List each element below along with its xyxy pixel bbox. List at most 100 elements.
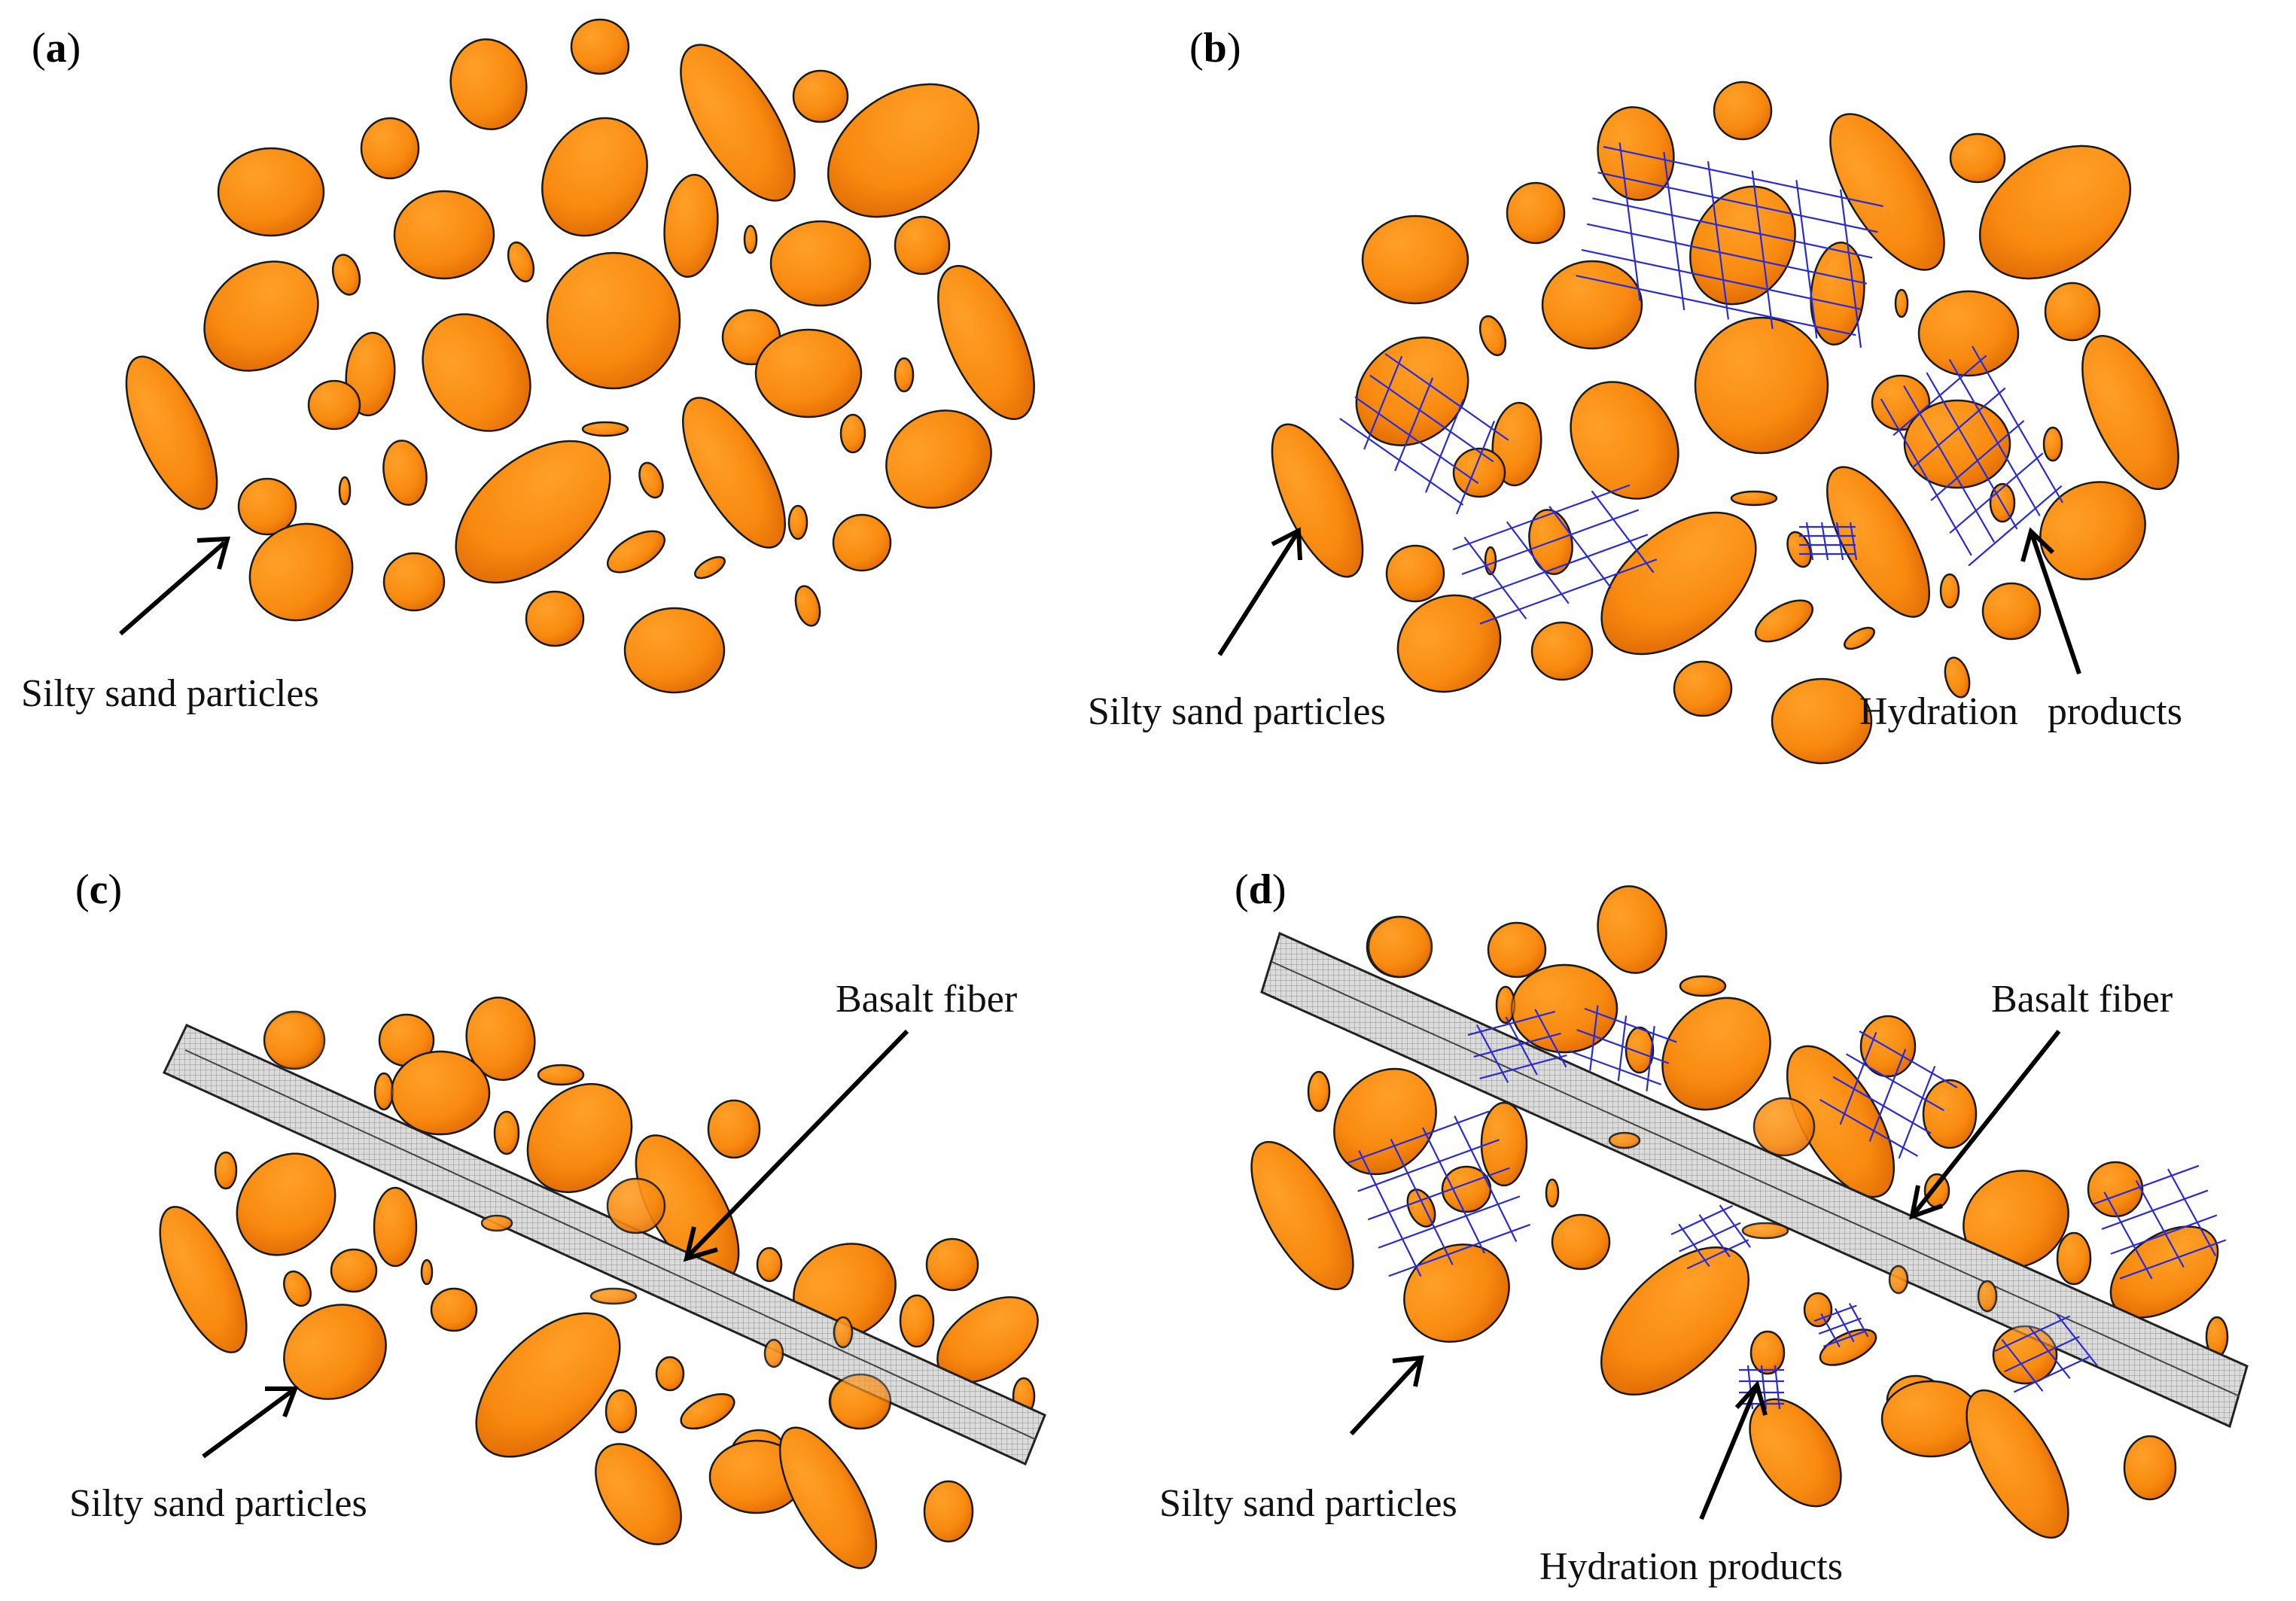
sand-particle (373, 1072, 394, 1111)
sand-particle (1484, 546, 1497, 576)
sand-particle (330, 1248, 378, 1293)
sand-particle (1452, 447, 1506, 498)
sand-particle (2056, 1231, 2092, 1286)
sand-particle (769, 220, 872, 307)
panel-c-fiber-arrow (683, 1029, 909, 1262)
sand-particle (756, 1246, 783, 1283)
sand-particle (1510, 963, 1618, 1054)
sand-particle (937, 265, 1035, 420)
sand-particle (546, 251, 681, 390)
panel-b-hydration-network (1339, 142, 2063, 625)
sand-particle (763, 1338, 784, 1368)
hydration-mesh (1569, 1005, 1677, 1091)
sand-particle (382, 440, 428, 506)
sand-particle (1367, 915, 1433, 979)
hydration-mesh (1347, 1110, 1531, 1277)
sand-particle (1570, 381, 1679, 500)
sand-particle (2044, 282, 2101, 342)
sand-particle (2123, 1435, 2177, 1501)
sand-particle (1600, 511, 1757, 656)
sand-particle (493, 1110, 520, 1155)
sand-particle (1307, 1070, 1331, 1112)
panel-b-particles (1271, 81, 2179, 765)
sand-particle (1981, 582, 2042, 641)
sand-particle (1803, 1292, 1833, 1328)
panel-d-fiber-label: Basalt fiber (1991, 978, 2173, 1021)
sand-particle (1894, 288, 1909, 318)
sand-particle (1755, 599, 1813, 643)
sand-particle (507, 241, 535, 283)
sand-particle (606, 1177, 666, 1234)
sand-particle (595, 1443, 682, 1545)
sand-particle (449, 38, 528, 130)
hydration-mesh (1799, 522, 1858, 561)
sand-particle (1730, 490, 1778, 507)
sand-particle (480, 1214, 513, 1232)
sand-particle (604, 1389, 638, 1434)
sand-particle (2081, 335, 2179, 490)
sand-particle (787, 504, 808, 540)
sand-particle (1978, 145, 2132, 280)
sand-particle (1992, 1325, 2058, 1385)
sand-particle (1966, 1389, 2069, 1539)
sand-particle (537, 1064, 585, 1086)
sand-particle (382, 552, 446, 612)
sand-particle (430, 1287, 478, 1332)
sand-particle (1752, 1097, 1816, 1157)
sand-particle (829, 1373, 892, 1430)
hydration-mesh (1339, 353, 1509, 515)
panel-c-label: (c) (75, 866, 122, 913)
sand-particle (1600, 1246, 1749, 1396)
sand-particle (638, 461, 664, 499)
sand-particle (1949, 132, 2006, 184)
sand-particle (1545, 1178, 1560, 1208)
panel-b-label: (b) (1189, 25, 1241, 72)
sand-particle (1385, 544, 1445, 603)
sand-particle (203, 260, 319, 372)
sand-particle (894, 215, 951, 275)
hydration-mesh (1467, 1009, 1567, 1083)
panel-b-hydration-arrow (2020, 527, 2081, 674)
sand-particle (373, 1186, 418, 1268)
panel-c-fiber-label: Basalt fiber (836, 978, 1017, 1021)
sand-particle (1923, 1173, 1950, 1209)
basalt-fiber (1260, 931, 2249, 1429)
panel-d-hydration-arrow (1699, 1380, 1768, 1520)
sand-particle (1939, 573, 1960, 609)
sand-particle (2039, 481, 2146, 580)
sand-particle (455, 440, 611, 584)
sand-particle (1271, 423, 1364, 578)
panel-a: (a) (21, 18, 1035, 715)
panel-c-silty-sand-arrow (202, 1386, 299, 1459)
sand-particle (1608, 1131, 1641, 1149)
sand-particle (581, 421, 629, 437)
sand-particle (1741, 1222, 1789, 1240)
sand-particle (263, 1010, 326, 1070)
sand-particle (338, 476, 352, 506)
sand-particle (360, 117, 420, 180)
sand-particle (283, 1270, 312, 1307)
sand-particle (1396, 594, 1502, 693)
sand-particle (1786, 531, 1812, 568)
sand-particle (283, 1304, 387, 1400)
sand-particle (1944, 656, 1971, 699)
sand-particle (1917, 290, 2020, 377)
sand-particle (1713, 81, 1773, 141)
hydration-mesh (1819, 1030, 1958, 1159)
sand-particle (792, 69, 849, 123)
sand-particle (1355, 336, 1469, 446)
sand-particle (1826, 466, 1930, 618)
sand-particle (743, 224, 758, 254)
sand-particle (217, 147, 325, 237)
sand-particle (1250, 1140, 1354, 1291)
panel-d-silty-sand-arrow (1349, 1355, 1424, 1436)
sand-particle (899, 1294, 935, 1348)
sand-particle (754, 328, 863, 419)
sand-particle (1506, 181, 1566, 245)
sand-particle (214, 1151, 238, 1190)
sand-particle (833, 1316, 854, 1349)
sand-particle (393, 190, 495, 280)
sand-particle (1480, 1101, 1528, 1187)
hydration-mesh (1994, 1313, 2098, 1393)
sand-particle (1487, 921, 1547, 979)
